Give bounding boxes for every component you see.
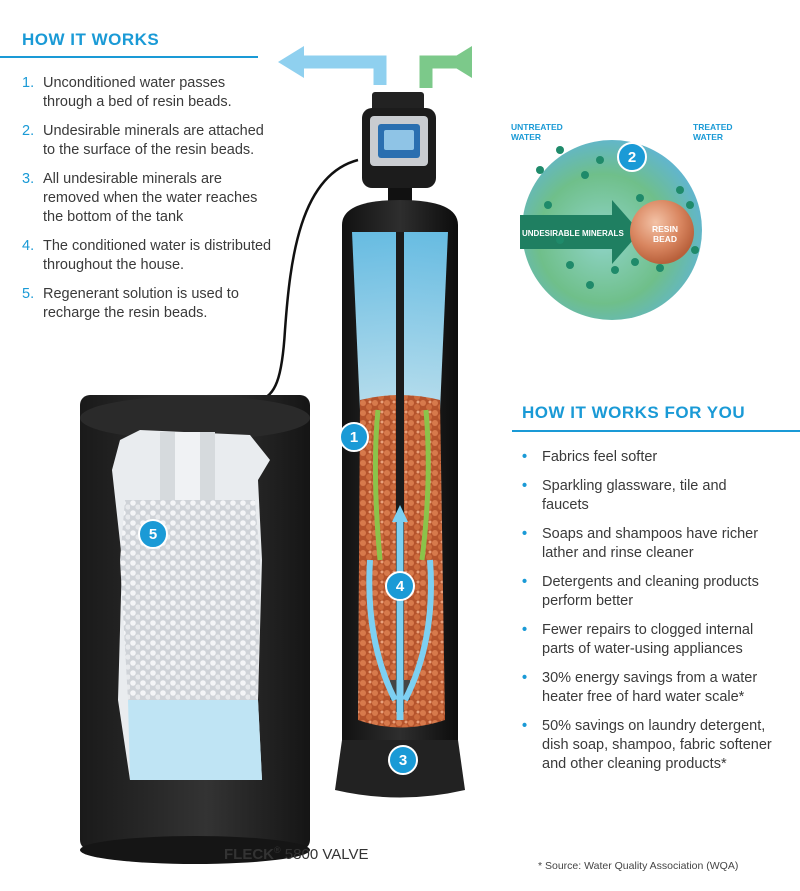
resin-bead-inset <box>520 140 702 320</box>
treated-label: TREATED WATER <box>693 122 733 142</box>
step-item: 2.Undesirable minerals are attached to t… <box>22 123 264 158</box>
benefit-item: •Fabrics feel softer <box>522 449 658 465</box>
benefits-rule <box>512 430 800 432</box>
benefits-title: HOW IT WORKS FOR YOU <box>522 403 746 422</box>
badge-2: 2 <box>627 149 637 166</box>
resin-label: RESIN BEAD <box>652 224 678 244</box>
caption-brand: FLECK <box>224 846 274 863</box>
flow-arrows <box>278 46 472 88</box>
benefit-item: •Soaps and shampoos have richer lather a… <box>522 526 759 561</box>
step-item: 4.The conditioned water is distributed t… <box>22 238 272 273</box>
untreated-label: UNTREATED WATER <box>511 122 563 142</box>
badge-5: 5 <box>148 526 158 543</box>
how-it-works-rule <box>0 56 258 58</box>
benefit-item: •50% savings on laundry detergent, dish … <box>522 718 772 772</box>
caption-model: 5800 VALVE <box>280 846 369 863</box>
benefit-item: •Fewer repairs to clogged internal parts… <box>522 622 754 657</box>
benefit-item: •30% energy savings from a water heater … <box>522 670 758 705</box>
badge-4: 4 <box>395 578 405 595</box>
badge-1: 1 <box>349 429 359 446</box>
fleck-valve <box>362 92 436 202</box>
caption-reg: ® <box>274 845 281 855</box>
benefit-item: •Sparkling glassware, tile and faucets <box>522 478 727 513</box>
step-item: 1.Unconditioned water passes through a b… <box>22 75 232 110</box>
how-it-works-title: HOW IT WORKS <box>22 30 160 49</box>
benefits-list: •Fabrics feel softer •Sparkling glasswar… <box>522 448 772 784</box>
valve-caption: FLECK® 5800 VALVE <box>224 845 368 863</box>
benefit-item: •Detergents and cleaning products perfor… <box>522 574 759 609</box>
minerals-label: UNDESIRABLE MINERALS <box>522 229 624 238</box>
steps-list: 1.Unconditioned water passes through a b… <box>22 74 272 333</box>
brine-tank <box>80 395 310 864</box>
source-note: * Source: Water Quality Association (WQA… <box>538 860 739 872</box>
badges <box>138 142 647 775</box>
mineral-tank <box>335 200 465 798</box>
step-item: 3.All undesirable minerals are removed w… <box>22 171 258 225</box>
badge-3: 3 <box>398 752 408 769</box>
step-item: 5.Regenerant solution is used to recharg… <box>22 286 239 321</box>
